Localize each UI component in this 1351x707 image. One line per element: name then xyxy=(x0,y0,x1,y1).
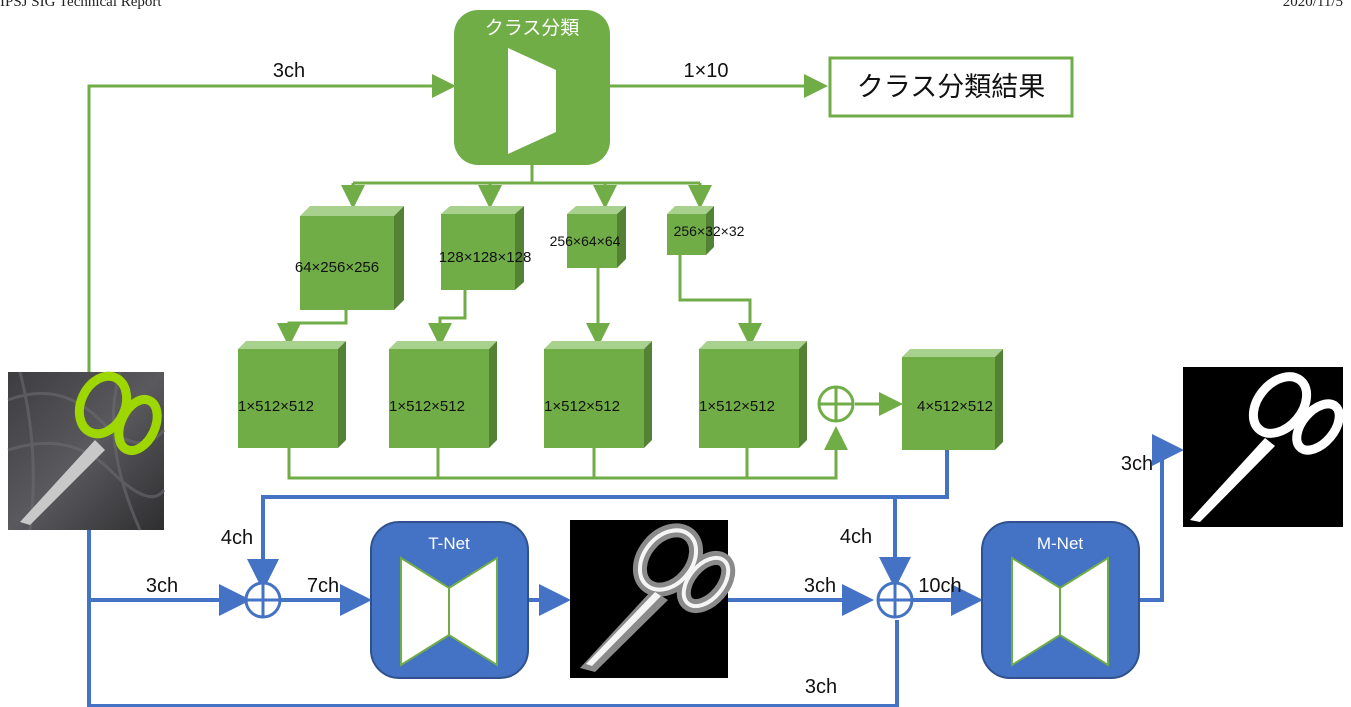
feature-cube-1: 64×256×256 xyxy=(295,206,404,310)
tnet-sum-node xyxy=(244,581,282,619)
tnet-7ch-label: 7ch xyxy=(307,575,339,597)
mnet-10ch-label: 10ch xyxy=(918,575,961,597)
header-right: 2020/11/5 xyxy=(1282,0,1343,10)
mnet-title: M-Net xyxy=(1037,534,1084,553)
mnet-block: M-Net xyxy=(981,521,1140,679)
upsampled-cube-1: 1×512×512 xyxy=(238,341,346,448)
classifier-input-label: 3ch xyxy=(273,60,305,82)
blue-connectors xyxy=(87,434,1184,707)
upsampled-label-2: 1×512×512 xyxy=(389,398,465,415)
input-scissors-image xyxy=(7,371,166,531)
upsampled-label-1: 1×512×512 xyxy=(238,398,314,415)
tnet-title: T-Net xyxy=(428,534,470,553)
classification-result-box: クラス分類結果 xyxy=(828,56,1074,118)
feature-cube-3: 256×64×64 xyxy=(550,206,626,268)
upsampled-label-3: 1×512×512 xyxy=(544,398,620,415)
header-left: IPSJ SIG Technical Report xyxy=(0,0,162,10)
trimap-image xyxy=(570,520,736,678)
feature-label-3: 256×64×64 xyxy=(550,233,621,249)
tnet-4ch-label: 4ch xyxy=(221,527,253,549)
green-sum-node xyxy=(817,385,855,423)
feature-label-1: 64×256×256 xyxy=(295,259,379,276)
tnet-block: T-Net xyxy=(370,521,529,679)
upsampled-cube-3: 1×512×512 xyxy=(544,341,652,448)
mnet-4ch-label: 4ch xyxy=(840,526,872,548)
classification-result-text: クラス分類結果 xyxy=(857,72,1045,102)
feature-cube-2: 128×128×128 xyxy=(439,206,532,290)
classifier-output-label: 1×10 xyxy=(683,60,728,82)
concat-cube: 4×512×512 xyxy=(902,349,1003,450)
tnet-3ch-label: 3ch xyxy=(146,575,178,597)
output-3ch-label: 3ch xyxy=(1121,453,1153,475)
mnet-3ch-label: 3ch xyxy=(804,575,836,597)
feature-label-2: 128×128×128 xyxy=(439,249,532,266)
classifier-title: クラス分類 xyxy=(485,17,580,39)
green-connectors xyxy=(87,74,903,480)
upsampled-label-4: 1×512×512 xyxy=(699,398,775,415)
upsampled-cube-2: 1×512×512 xyxy=(389,341,497,448)
mnet-sum-node xyxy=(876,581,914,619)
feature-cube-4: 256×32×32 xyxy=(667,206,745,255)
upsampled-cube-4: 1×512×512 xyxy=(699,341,807,448)
mnet-3ch-bottom-label: 3ch xyxy=(805,676,837,698)
concat-label: 4×512×512 xyxy=(917,398,993,415)
classifier-block: クラス分類 xyxy=(454,10,610,165)
alpha-matte-image xyxy=(1183,367,1344,527)
feature-label-4: 256×32×32 xyxy=(674,223,745,239)
